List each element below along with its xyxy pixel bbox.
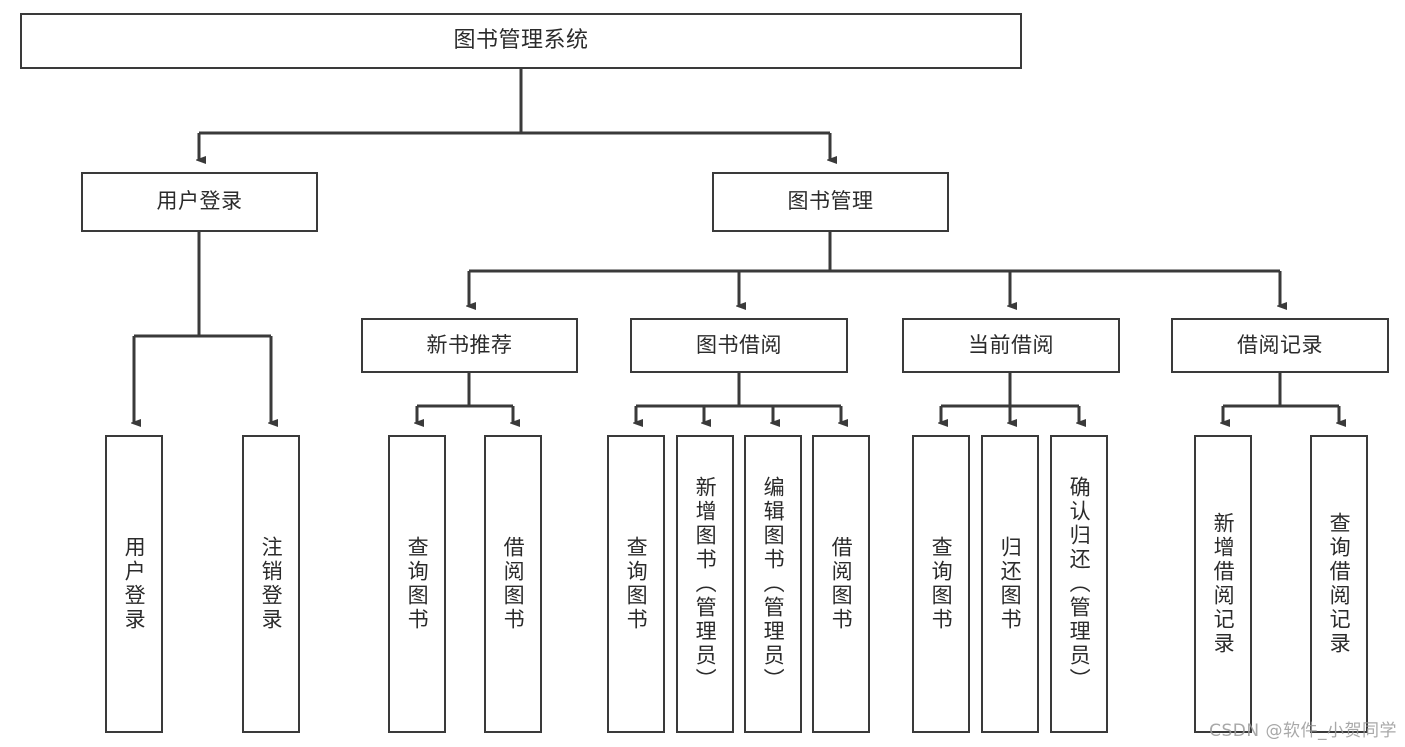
leaf-return-book[interactable]: 归还图书 [981,435,1039,733]
leaf-user-login[interactable]: 用户登录 [105,435,163,733]
node-label: 归还图书 [998,536,1023,632]
node-label: 确认归还（管理员） [1067,476,1092,692]
leaf-borrow-book-2[interactable]: 借阅图书 [812,435,870,733]
node-label: 借阅图书 [501,536,526,632]
node-label: 用户登录 [122,536,147,632]
leaf-add-record[interactable]: 新增借阅记录 [1194,435,1252,733]
node-book-management[interactable]: 图书管理 [712,172,949,232]
node-borrow-record[interactable]: 借阅记录 [1171,318,1389,373]
leaf-confirm-return[interactable]: 确认归还（管理员） [1050,435,1108,733]
node-label: 注销登录 [259,536,284,632]
leaf-add-book[interactable]: 新增图书（管理员） [676,435,734,733]
leaf-query-record[interactable]: 查询借阅记录 [1310,435,1368,733]
node-label: 当前借阅 [968,332,1054,357]
leaf-borrow-book-1[interactable]: 借阅图书 [484,435,542,733]
node-new-book-recommend[interactable]: 新书推荐 [361,318,578,373]
node-label: 图书借阅 [696,332,782,357]
node-label: 查询图书 [624,536,649,632]
node-label: 查询借阅记录 [1327,512,1352,656]
leaf-query-book-1[interactable]: 查询图书 [388,435,446,733]
leaf-query-book-2[interactable]: 查询图书 [607,435,665,733]
node-root-library-management-system[interactable]: 图书管理系统 [20,13,1022,69]
node-label: 新增借阅记录 [1211,512,1236,656]
node-label: 图书管理系统 [453,27,589,53]
node-current-borrow[interactable]: 当前借阅 [902,318,1120,373]
leaf-edit-book[interactable]: 编辑图书（管理员） [744,435,802,733]
node-label: 借阅图书 [829,536,854,632]
csdn-watermark: CSDN @软件_小贺同学 [1209,721,1397,741]
node-book-borrow[interactable]: 图书借阅 [630,318,848,373]
node-user-login[interactable]: 用户登录 [81,172,318,232]
leaf-query-book-3[interactable]: 查询图书 [912,435,970,733]
node-label: 借阅记录 [1237,332,1323,357]
node-label: 编辑图书（管理员） [761,476,786,692]
node-label: 新书推荐 [426,332,513,357]
leaf-logout-login[interactable]: 注销登录 [242,435,300,733]
node-label: 用户登录 [156,189,243,214]
node-label: 查询图书 [929,536,954,632]
node-label: 新增图书（管理员） [693,476,718,692]
node-label: 图书管理 [787,189,874,214]
node-label: 查询图书 [405,536,430,632]
